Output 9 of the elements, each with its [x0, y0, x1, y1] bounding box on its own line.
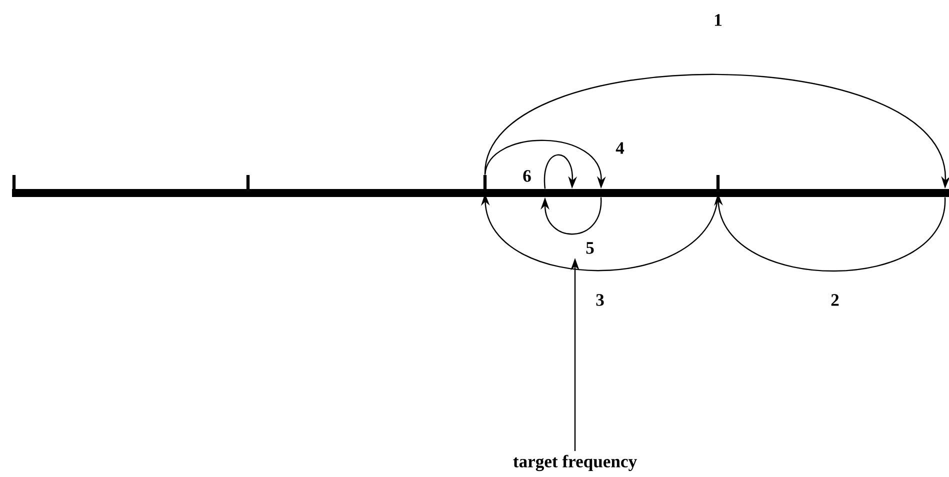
- edge-label: 3: [596, 294, 604, 306]
- edge-label: 4: [616, 142, 624, 154]
- edge-label: 1: [715, 14, 722, 26]
- arrow: [540, 197, 602, 235]
- edge-label: 6: [523, 170, 531, 182]
- text-label: target frequency: [513, 454, 637, 472]
- edge-label: 5: [586, 242, 594, 254]
- edge-label: 2: [831, 294, 839, 306]
- arrow: [544, 154, 578, 189]
